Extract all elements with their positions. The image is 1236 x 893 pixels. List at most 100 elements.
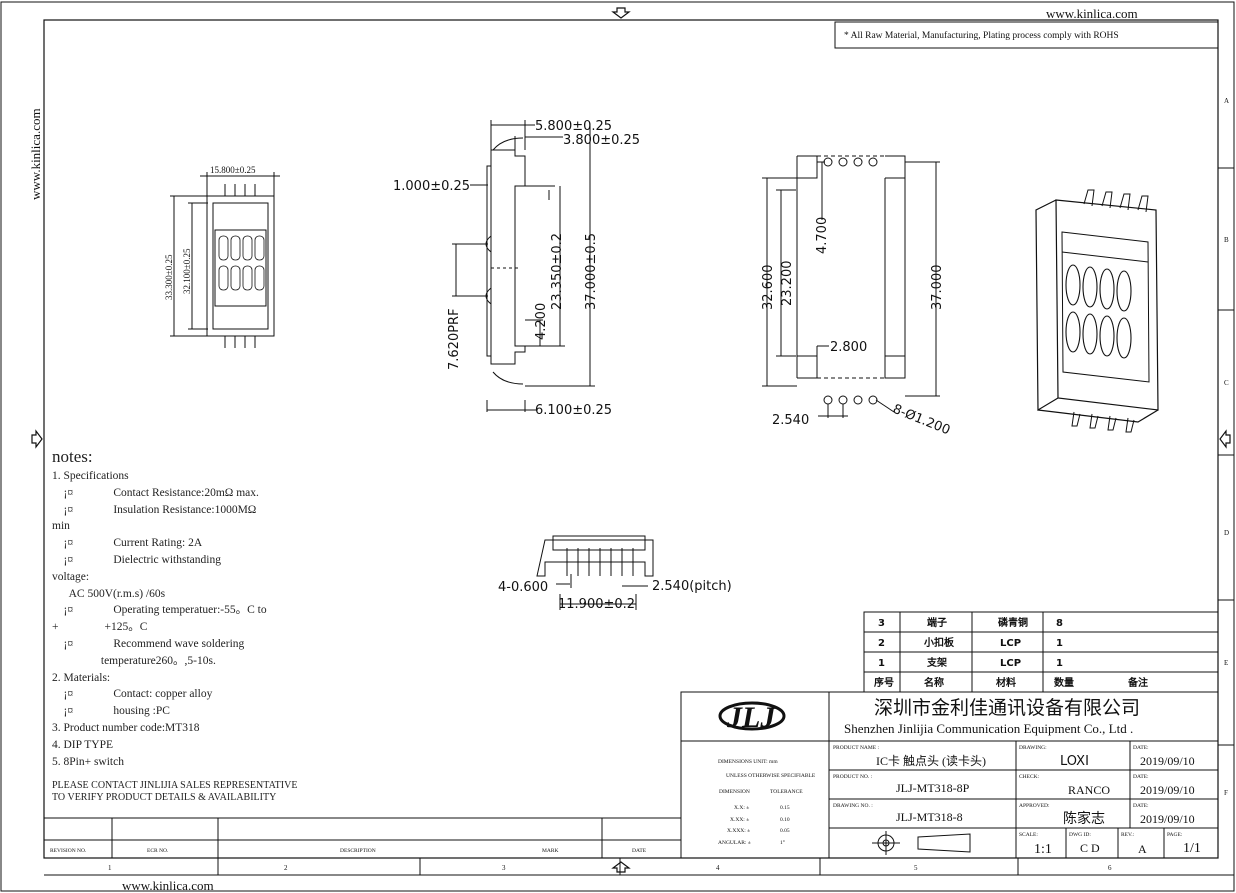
zone-4: 4 bbox=[716, 864, 720, 872]
dim-pcb-2320: 23.200 bbox=[780, 261, 795, 307]
check-label: CHECK: bbox=[1019, 774, 1040, 780]
note-line: ¡¤ Dielectric withstanding bbox=[52, 553, 221, 566]
tol-1-label: X.X: ± bbox=[734, 805, 749, 811]
page: 1/1 bbox=[1183, 841, 1201, 856]
zone-d: D bbox=[1224, 529, 1229, 537]
front-view bbox=[536, 535, 654, 610]
dimension-label: DIMENSION bbox=[719, 789, 750, 795]
dim-top-h2: 32.100±0.25 bbox=[182, 248, 192, 294]
bom-row-2-material: LCP bbox=[1000, 638, 1021, 649]
note-line: min bbox=[52, 520, 70, 533]
dim-pcb-280: 2.800 bbox=[830, 340, 867, 355]
bom-row-3-no: 3 bbox=[878, 618, 885, 629]
inner-border bbox=[43, 19, 1219, 859]
note-line: 5. 8Pin+ switch bbox=[52, 755, 124, 768]
dim-side-580: 5.800±0.25 bbox=[535, 119, 612, 134]
note-line: ¡¤ Recommend wave soldering bbox=[52, 637, 245, 650]
notes-section: notes: 1. Specifications ¡¤ Contact Resi… bbox=[52, 446, 297, 804]
contact-2: TO VERIFY PRODUCT DETAILS & AVAILABILITY bbox=[52, 792, 277, 804]
drawing-no-label: DRAWING NO. : bbox=[833, 803, 873, 809]
date-label-3: DATE: bbox=[1133, 803, 1149, 809]
date-label-2: DATE: bbox=[1133, 774, 1149, 780]
contact-1: PLEASE CONTACT JINLIJIA SALES REPRESENTA… bbox=[52, 780, 298, 792]
note-line: ¡¤ Contact: copper alloy bbox=[52, 688, 213, 701]
pcb-layout-view bbox=[762, 155, 940, 418]
jlj-logo: JLJ bbox=[718, 701, 786, 734]
dim-top-width: 15.800±0.25 bbox=[210, 165, 256, 175]
bom-header-name: 名称 bbox=[924, 676, 944, 689]
note-line: voltage: bbox=[52, 570, 90, 583]
product-no-label: PRODUCT NO. : bbox=[833, 774, 873, 780]
note-line: ¡¤ Operating temperatuer:-55。C to bbox=[52, 604, 267, 617]
note-line: 4. DIP TYPE bbox=[52, 738, 114, 751]
zone-e: E bbox=[1224, 659, 1228, 667]
zone-2: 2 bbox=[284, 864, 288, 872]
notes-lines: 1. Specifications ¡¤ Contact Resistance:… bbox=[52, 468, 297, 770]
note-line: + +125。C bbox=[52, 621, 148, 634]
dim-pcb-470: 4.700 bbox=[815, 217, 830, 254]
dim-front-width: 11.900±0.2 bbox=[558, 597, 635, 612]
rev: A bbox=[1138, 842, 1147, 856]
dim-front-hole: 4-0.600 bbox=[498, 580, 548, 595]
product-name: IC卡 触点头 (读卡头) bbox=[876, 754, 986, 768]
note-line: ¡¤ Current Rating: 2A bbox=[52, 537, 203, 550]
product-no: JLJ-MT318-8P bbox=[896, 781, 970, 795]
bom-header-note: 备注 bbox=[1127, 676, 1148, 689]
scale-label: SCALE: bbox=[1019, 832, 1038, 838]
bom-table bbox=[863, 611, 1219, 693]
note-line: ¡¤ Insulation Resistance:1000MΩ bbox=[52, 503, 257, 516]
notes-title: notes: bbox=[52, 447, 93, 466]
rev-date-label: DATE bbox=[632, 848, 647, 854]
zone-c: C bbox=[1224, 379, 1229, 387]
zone-f: F bbox=[1224, 789, 1228, 797]
zone-6: 6 bbox=[1108, 864, 1112, 872]
check-by: RANCO bbox=[1068, 783, 1110, 797]
date-label-1: DATE: bbox=[1133, 745, 1149, 751]
zone-3: 3 bbox=[502, 864, 506, 872]
website-bottom: www.kinlica.com bbox=[122, 878, 214, 893]
product-name-label: PRODUCT NAME : bbox=[833, 745, 880, 751]
company-en: Shenzhen Jinlijia Communication Equipmen… bbox=[844, 721, 1133, 736]
dim-front-pitch: 2.540(pitch) bbox=[652, 579, 732, 594]
isometric-view bbox=[1035, 189, 1159, 433]
tol-3-value: 0.05 bbox=[780, 828, 790, 834]
tol-4-label: ANGULAR: ± bbox=[718, 840, 751, 846]
bom-row-1-no: 1 bbox=[878, 658, 885, 669]
website-top: www.kinlica.com bbox=[1046, 6, 1138, 21]
bom-row-2-name: 小扣板 bbox=[923, 636, 955, 649]
bom-row-1-qty: 1 bbox=[1056, 658, 1063, 669]
dim-pcb-254: 2.540 bbox=[772, 413, 809, 428]
svg-text:JLJ: JLJ bbox=[726, 701, 776, 734]
bom-row-2-no: 2 bbox=[878, 638, 885, 649]
dim-unit: DIMENSIONS UNIT: mm bbox=[718, 759, 778, 765]
zone-b: B bbox=[1224, 236, 1229, 244]
note-line: AC 500V(r.m.s) /60s bbox=[52, 587, 166, 600]
unless-spec: UNLESS OTHERWISE SPECIFIABLE bbox=[726, 773, 816, 779]
note-line: ¡¤ Contact Resistance:20mΩ max. bbox=[52, 486, 259, 499]
dim-side-420: 4.200 bbox=[534, 303, 549, 340]
tol-1-value: 0.15 bbox=[780, 805, 790, 811]
website-side: www.kinlica.com bbox=[28, 108, 43, 200]
rev-no-label: REVISION NO. bbox=[50, 848, 87, 854]
rev-label: REV.: bbox=[1121, 832, 1135, 838]
mark-label: MARK bbox=[542, 848, 559, 854]
tol-4-value: 1° bbox=[780, 839, 785, 846]
bom-row-3-material: 磷青铜 bbox=[998, 616, 1028, 629]
bom-header-material: 材料 bbox=[996, 676, 1016, 689]
title-block bbox=[44, 691, 1219, 859]
top-view bbox=[170, 172, 280, 348]
dim-top-h1: 33.300±0.25 bbox=[164, 254, 174, 300]
zone-a: A bbox=[1224, 97, 1229, 105]
bom-row-1-material: LCP bbox=[1000, 658, 1021, 669]
date-2: 2019/09/10 bbox=[1140, 783, 1195, 797]
description-label: DESCRIPTION bbox=[340, 848, 376, 854]
page-label: PAGE: bbox=[1167, 832, 1183, 838]
dim-pcb-3700: 37.000 bbox=[930, 265, 945, 311]
bom-row-1-name: 支架 bbox=[926, 656, 947, 669]
approved-label: APPROVED: bbox=[1019, 803, 1050, 809]
dwg-id-label: DWG ID: bbox=[1069, 832, 1091, 838]
tolerance-label: TOLERANCE bbox=[770, 789, 803, 795]
tol-3-label: X.XXX: ± bbox=[727, 828, 750, 834]
